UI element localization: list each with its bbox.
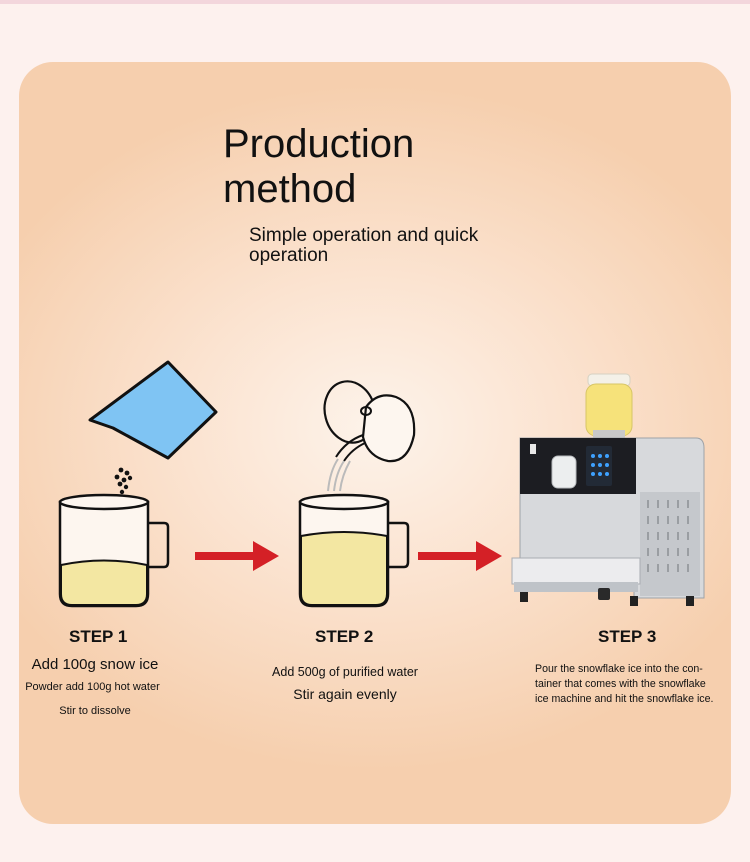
step-2-line-2: Stir again evenly bbox=[293, 686, 397, 702]
page-subtitle: Simple operation and quick operation bbox=[249, 225, 479, 266]
step-3-title: STEP 3 bbox=[598, 627, 657, 646]
title-line-1: Production bbox=[223, 122, 415, 166]
step-3-line-3: ice machine and hit the snowflake ice. bbox=[535, 693, 714, 705]
step-2-title: STEP 2 bbox=[315, 627, 374, 646]
step-3-line-2: tainer that comes with the snowflake bbox=[535, 678, 706, 690]
step-1-line-1: Add 100g snow ice bbox=[31, 656, 159, 673]
page-title: Production method bbox=[223, 122, 483, 212]
step-1-line-3: Stir to dissolve bbox=[59, 705, 131, 717]
title-line-2: method bbox=[223, 167, 357, 211]
cup-icon bbox=[298, 493, 410, 608]
snowflake-ice-machine-icon bbox=[511, 373, 705, 606]
step-2-line-1: Add 500g of purified water bbox=[272, 665, 418, 679]
kettle-icon bbox=[323, 380, 416, 492]
powder-bag-icon bbox=[88, 360, 218, 495]
top-band bbox=[0, 0, 750, 4]
arrow-right-icon bbox=[195, 541, 279, 571]
arrow-right-icon bbox=[418, 541, 502, 571]
step-1-line-2: Powder add 100g hot water bbox=[25, 681, 160, 693]
step-3-line-1: Pour the snowflake ice into the con- bbox=[535, 663, 703, 675]
cup-icon bbox=[58, 493, 170, 608]
step-1-title: STEP 1 bbox=[69, 627, 128, 646]
